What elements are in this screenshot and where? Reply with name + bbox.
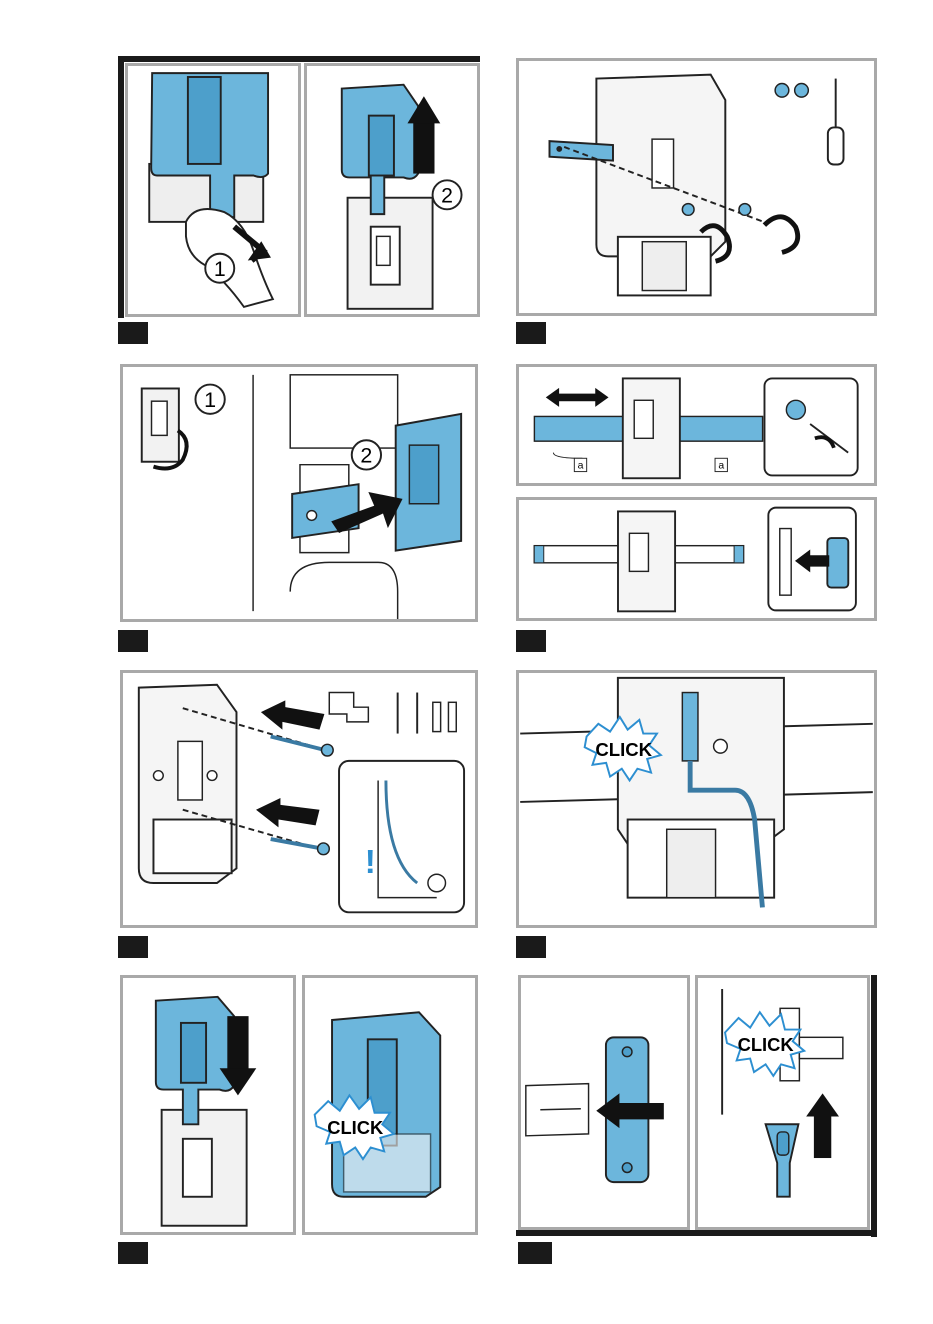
- step-marker-4: [516, 630, 546, 652]
- connector-plug-shape: [682, 693, 698, 761]
- panel-remove-cover-pull: 1: [125, 63, 301, 317]
- zoom-screw-inset: [764, 378, 857, 475]
- step-marker-7: [118, 1242, 148, 1264]
- step-marker-5: [118, 936, 148, 958]
- step-marker-1: [118, 322, 148, 344]
- accent-bar-bottom-right: [516, 1230, 877, 1236]
- panel-remove-bracket-screws: [516, 58, 877, 316]
- panel-connect-cable: CLICK: [516, 670, 877, 928]
- socket-icon: [428, 874, 446, 892]
- step-two-number: 2: [441, 184, 453, 208]
- step-marker-3: [118, 630, 148, 652]
- panel-push-bracket-sleeve: [518, 975, 690, 1230]
- panel-insert-tube-holder: CLICK: [695, 975, 870, 1230]
- warning-mark: !: [365, 844, 376, 881]
- drill-icon: [329, 693, 368, 722]
- panel-cover-clicked: CLICK: [302, 975, 478, 1235]
- accent-bar-left: [118, 56, 124, 318]
- click-label-b: CLICK: [327, 1117, 384, 1138]
- click-label-c: CLICK: [738, 1034, 795, 1055]
- panel-adjust-bracket-width: a a: [516, 364, 877, 486]
- accent-bar-top-left: [118, 56, 480, 62]
- bracket-label-a-right: a: [718, 461, 724, 472]
- step-marker-2: [516, 322, 546, 344]
- screw-icon: [775, 83, 789, 97]
- panel-remove-cover-lift: 2: [304, 63, 480, 317]
- screw-icon-2: [795, 83, 809, 97]
- screwdriver-icon: [828, 127, 844, 164]
- panel-slide-bracket-rail: 1 2: [120, 364, 478, 622]
- arrow-drill-icon: [261, 700, 324, 729]
- power-outlet-inset: [339, 761, 464, 912]
- panel-attach-end-caps: [516, 497, 877, 621]
- bracket-plate-shape: [292, 484, 358, 538]
- panel-mount-holder-wall: !: [120, 670, 478, 928]
- step-one-number: 1: [214, 257, 226, 281]
- step-one-number-b: 1: [204, 388, 216, 412]
- arrow-insert-up-icon: [806, 1093, 839, 1116]
- panel-attach-cover-down: [120, 975, 296, 1235]
- step-marker-6: [516, 936, 546, 958]
- bracket-label-a-left: a: [578, 461, 584, 472]
- arrow-drill-icon-2: [256, 798, 319, 827]
- step-marker-8: [518, 1242, 552, 1264]
- click-label-a: CLICK: [595, 739, 652, 760]
- step-two-number-b: 2: [360, 444, 372, 468]
- accent-bar-right: [871, 975, 877, 1237]
- double-arrow-icon: [546, 388, 559, 407]
- unscrew-arrow-icon-2: [764, 217, 797, 253]
- wall-plug-icon: [433, 702, 441, 731]
- end-cap-shape: [827, 538, 848, 587]
- screw-tighten-icon: [786, 400, 805, 419]
